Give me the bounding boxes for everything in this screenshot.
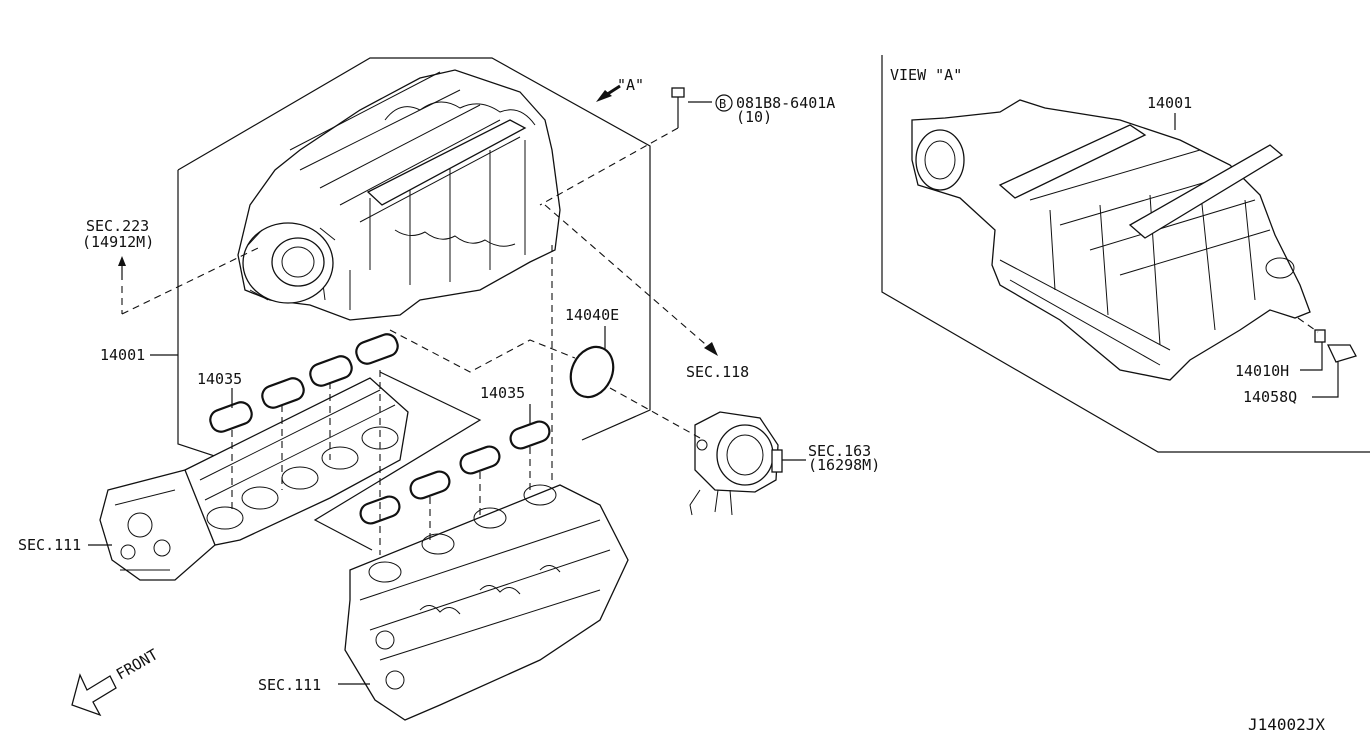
lower-intake-manifold: [184, 377, 409, 546]
front-arrow-icon: [71, 673, 117, 717]
sec223-label: SEC.223: [86, 217, 149, 235]
arrow-up-icon: [118, 256, 126, 280]
bolt-code-label: B: [719, 97, 726, 111]
lower-manifold-gaskets: [359, 420, 551, 525]
view-title-label: VIEW "A": [890, 66, 962, 84]
throttle-body: [689, 411, 783, 516]
manifold-view-label: 14001: [1147, 94, 1192, 112]
view-a-frame: [881, 55, 1370, 453]
sec163-ref-label: (16298M): [808, 456, 880, 474]
bolt: [671, 87, 712, 128]
diagram-code-label: J14002JX: [1248, 715, 1325, 734]
lower-gasket-frame: [313, 371, 482, 551]
gasket-lower-label: 14035: [480, 384, 525, 402]
gasket-upper-label: 14035: [197, 370, 242, 388]
upper-manifold-gaskets: [209, 333, 399, 433]
view-a-arrow-icon: [596, 84, 621, 102]
hose-fitting-14010h: [1297, 317, 1326, 343]
bolt-code-badge: [715, 94, 733, 112]
view-a-manifold: [911, 99, 1311, 381]
bolt-part-label: 081B8-6401A: [736, 94, 835, 112]
upper-intake-manifold: [237, 69, 561, 321]
right-cylinder-head: [344, 484, 629, 721]
left-cylinder-head: [99, 469, 216, 581]
manifold-left-label: 14001: [100, 346, 145, 364]
sec118-arrow-icon: [704, 342, 718, 356]
part-14058q-label: 14058Q: [1243, 388, 1297, 406]
sec111-left-label: SEC.111: [18, 536, 81, 554]
sec223-ref-label: (14912M): [82, 233, 154, 251]
bolt-qty-label: (10): [736, 108, 772, 126]
view-marker-label: "A": [617, 76, 644, 94]
dashed-leaders: [121, 127, 713, 555]
front-label: FRONT: [113, 645, 161, 683]
sec111-bottom-label: SEC.111: [258, 676, 321, 694]
gasket-throttle-label: 14040E: [565, 306, 619, 324]
sec118-label: SEC.118: [686, 363, 749, 381]
throttle-gasket: [569, 345, 615, 399]
sec163-label: SEC.163: [808, 442, 871, 460]
part-14010h-label: 14010H: [1235, 362, 1289, 380]
callout-leaders: [88, 113, 1339, 685]
hose-14058q: [1326, 344, 1357, 363]
